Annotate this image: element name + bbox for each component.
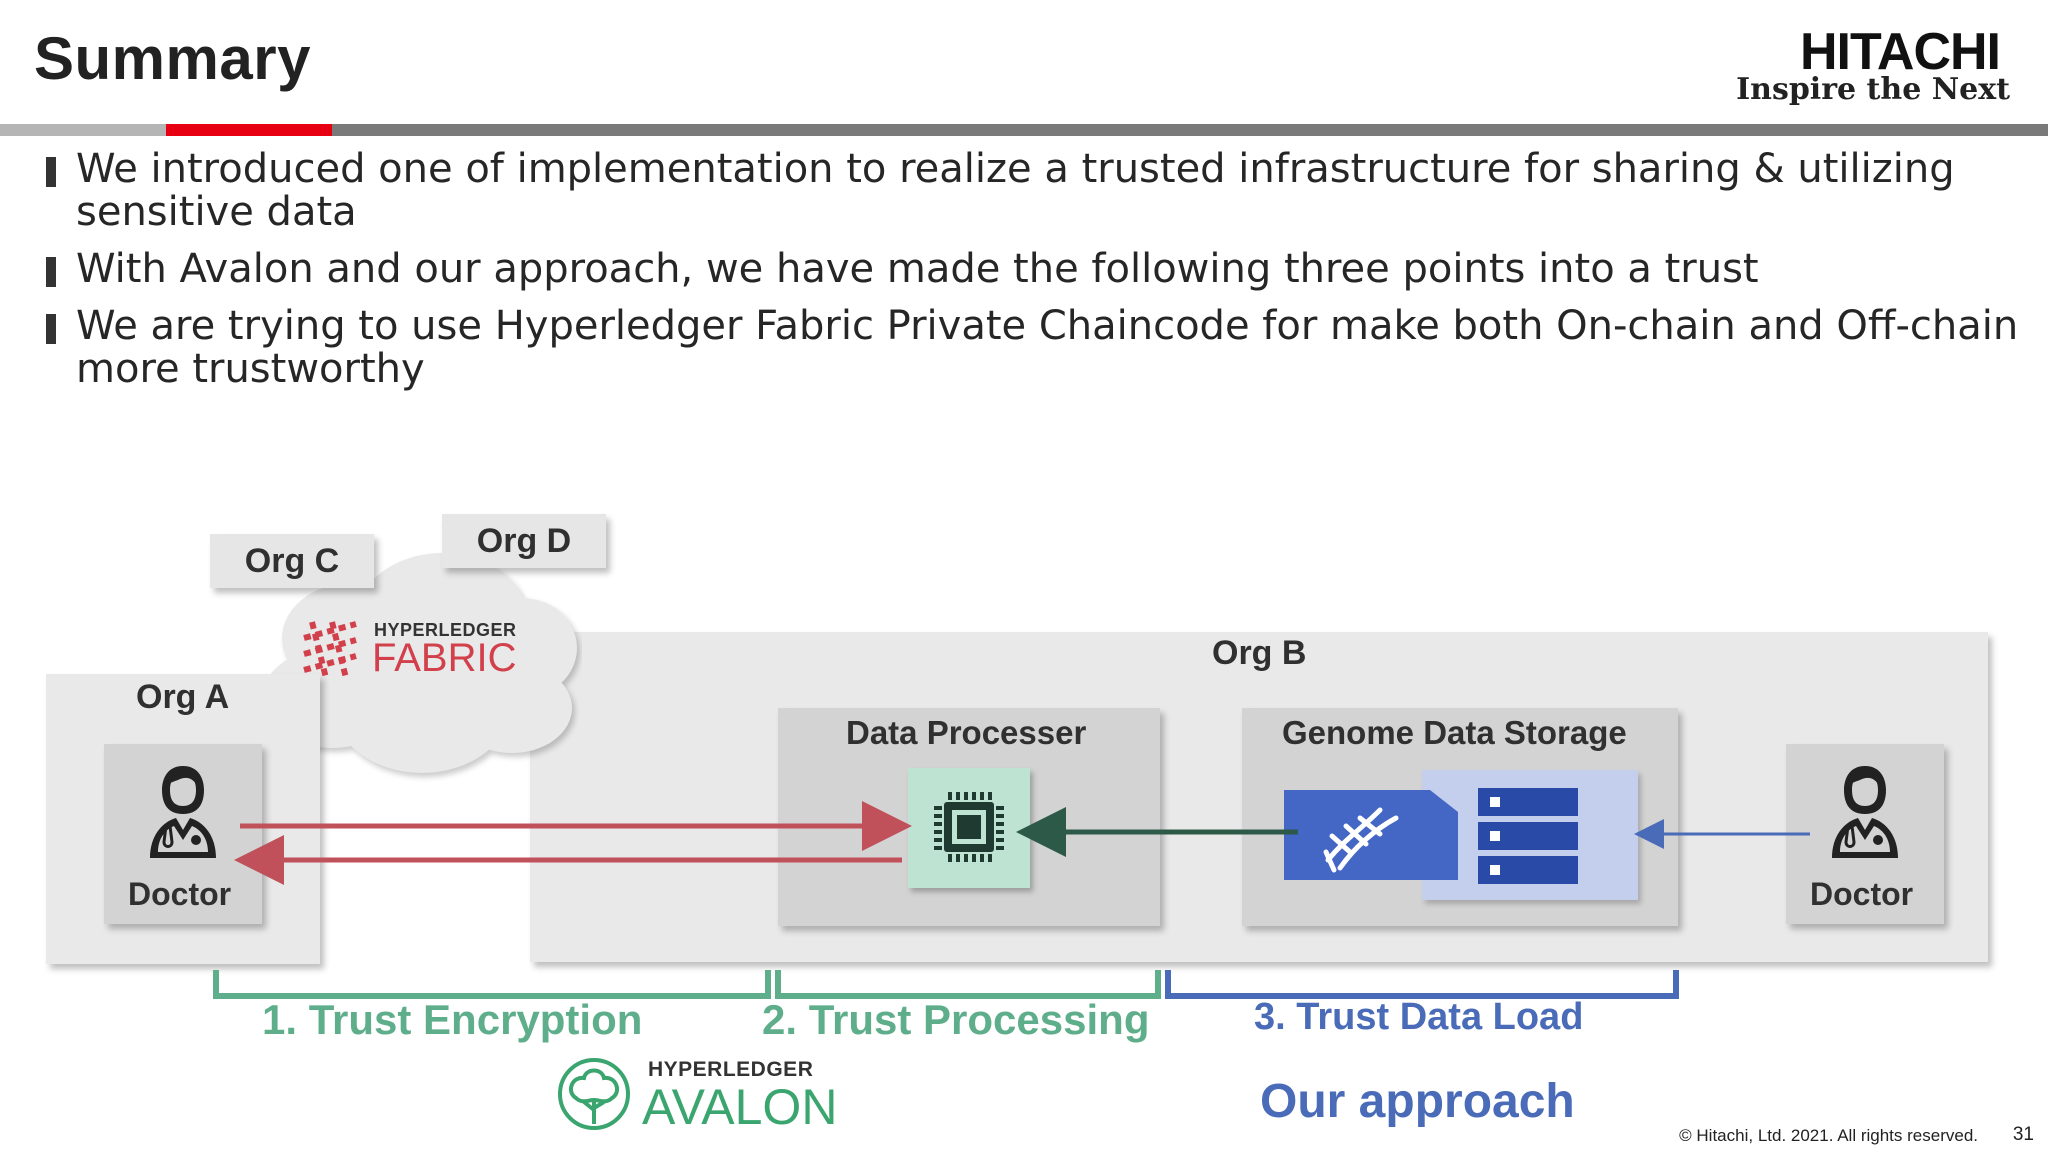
logo-tagline: Inspire the Next [1736, 72, 2010, 107]
step-2-label: 2. Trust Processing [762, 996, 1150, 1043]
bullet-text: We are trying to use Hyperledger Fabric … [76, 303, 2019, 392]
database-server-icon [1478, 788, 1578, 884]
bullet-text: With Avalon and our approach, we have ma… [76, 246, 1759, 292]
genome-file-icon [1284, 790, 1458, 880]
page-title: Summary [34, 25, 311, 92]
bullet-marker [46, 257, 56, 287]
copyright: © Hitachi, Ltd. 2021. All rights reserve… [1679, 1126, 1978, 1145]
doctor-left-label: Doctor [128, 876, 232, 912]
bullet-text: We introduced one of implementation to r… [76, 146, 1955, 235]
fabric-label-top: HYPERLEDGER [374, 620, 517, 640]
data-processer-label: Data Processer [846, 714, 1087, 751]
bracket-trust-encryption [213, 970, 771, 999]
header-rule-red-segment [166, 124, 332, 136]
org-d-tag: Org D [442, 514, 606, 568]
genome-storage-label: Genome Data Storage [1282, 714, 1627, 751]
page-number: 31 [2012, 1124, 2034, 1145]
avalon-label-bottom: AVALON [642, 1079, 838, 1135]
header-rule [0, 124, 2048, 136]
step-1-label: 1. Trust Encryption [262, 996, 643, 1043]
fabric-logo-icon [303, 621, 357, 679]
org-a-label: Org A [136, 678, 230, 716]
bullet-item: We introduced one of implementation to r… [46, 148, 2036, 234]
bracket-trust-processing [775, 970, 1161, 999]
avalon-tree-icon [558, 1058, 630, 1130]
avalon-label-top: HYPERLEDGER [648, 1058, 814, 1081]
doctor-icon [150, 766, 216, 858]
step-3-label: 3. Trust Data Load [1254, 996, 1584, 1038]
doctor-icon [1832, 766, 1898, 858]
bullet-item: We are trying to use Hyperledger Fabric … [46, 305, 2036, 391]
fabric-label-bottom: FABRIC [372, 636, 517, 680]
bullet-marker [46, 157, 56, 187]
bracket-trust-data-load [1165, 970, 1679, 999]
processor-chip-icon [934, 792, 1004, 862]
bullet-list: We introduced one of implementation to r… [46, 148, 2036, 405]
our-approach-label: Our approach [1260, 1075, 1575, 1128]
org-b-label: Org B [1212, 634, 1307, 672]
header-rule-light-segment [0, 124, 166, 136]
doctor-right-label: Doctor [1810, 876, 1914, 912]
org-c-tag: Org C [210, 534, 374, 588]
bullet-marker [46, 314, 56, 344]
bullet-item: With Avalon and our approach, we have ma… [46, 248, 2036, 291]
fabric-cloud [262, 553, 577, 773]
hitachi-logo: HITACHI [1799, 23, 2001, 81]
